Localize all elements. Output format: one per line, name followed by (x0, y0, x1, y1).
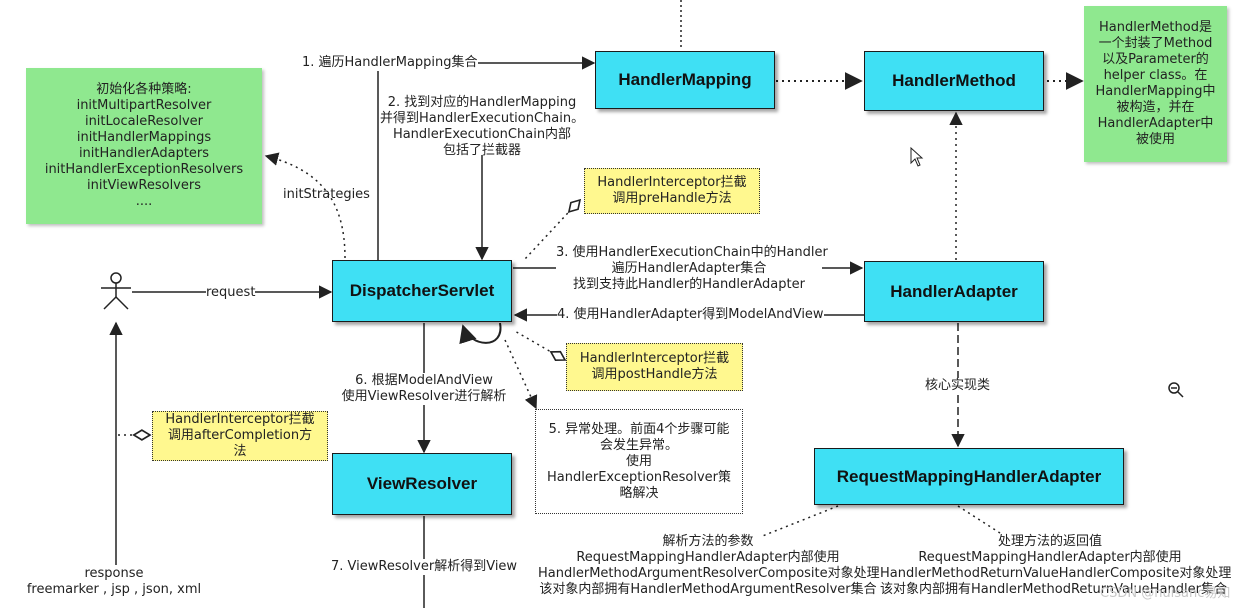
label-line: 使用ViewResolver进行解析 (341, 389, 507, 404)
user-actor-icon (101, 272, 131, 310)
note-line: initHandlerExceptionResolvers (44, 162, 244, 177)
edge-pre-handle (524, 198, 582, 260)
node-view-resolver: ViewResolver (332, 453, 512, 515)
label-argument-resolver: 解析方法的参数 RequestMappingHandlerAdapter内部使用… (538, 534, 880, 598)
note-line: 略解决 (619, 485, 659, 501)
label-return-value-handler: 处理方法的返回值 RequestMappingHandlerAdapter内部使… (880, 534, 1232, 598)
label-step2: 2. 找到对应的HandlerMapping 并得到HandlerExecuti… (380, 95, 584, 159)
label-step4: 4. 使用HandlerAdapter得到ModelAndView (557, 307, 824, 323)
note-line: 使用 (625, 453, 652, 469)
label-line: 解析方法的参数 (662, 534, 754, 549)
label-line: 处理方法的返回值 (997, 534, 1102, 549)
node-handler-adapter: HandlerAdapter (864, 261, 1044, 322)
note-line: 调用postHandle方法 (591, 367, 718, 382)
note-line: HandlerInterceptor拦截 (579, 351, 730, 366)
label-line: 3. 使用HandlerExecutionChain中的Handler (556, 245, 828, 260)
note-line: .... (135, 194, 153, 209)
note-line: 5. 异常处理。前面4个步骤可能 (548, 421, 730, 437)
node-handler-mapping: HandlerMapping (595, 51, 775, 109)
edge-exception (504, 339, 538, 410)
label-line: 包括了拦截器 (442, 143, 521, 158)
label-line: 遍历HandlerAdapter集合 (611, 261, 767, 276)
note-line: 被构造，并在 (1116, 100, 1195, 115)
note-line: 调用afterCompletion方 (167, 428, 313, 443)
edge-init-strategies (264, 152, 346, 259)
label-line: 2. 找到对应的HandlerMapping (387, 95, 577, 110)
zoom-out-icon (1168, 382, 1184, 398)
label-line: RequestMappingHandlerAdapter内部使用 (918, 550, 1182, 565)
note-line: initLocaleResolver (84, 114, 204, 129)
note-line: HandlerInterceptor拦截 (597, 175, 747, 190)
edge-return-value (957, 505, 1001, 534)
label-line: HandlerExecutionChain内部 (392, 127, 572, 142)
edge-params (759, 505, 839, 538)
note-line: 会发生异常。 (599, 437, 678, 453)
edge-self-loop (459, 322, 502, 345)
label-line: 6. 根据ModelAndView (355, 373, 493, 388)
note-after-completion: HandlerInterceptor拦截 调用afterCompletion方 … (152, 411, 328, 461)
note-line: HandlerExceptionResolver策 (547, 469, 731, 485)
note-line: HandlerAdapter中 (1097, 116, 1214, 131)
note-line: 法 (233, 444, 247, 459)
label-line: freemarker , jsp , json, xml (26, 582, 202, 597)
note-init-strategies: 初始化各种策略: initMultipartResolver initLocal… (26, 68, 262, 224)
edge-step1 (377, 56, 596, 260)
label-init-strategies: initStrategies (283, 187, 370, 202)
label-line: 该对象内部拥有HandlerMethodReturnValueHandler集合 (880, 582, 1227, 597)
edge-post-handle (512, 329, 567, 361)
label-line: HandlerMethodArgumentResolverComposite对象… (538, 566, 880, 581)
note-exception-handling: 5. 异常处理。前面4个步骤可能 会发生异常。 使用 HandlerExcept… (535, 409, 743, 514)
note-line: 一个封装了Method (1098, 36, 1213, 51)
note-line: 以及Parameter的 (1102, 52, 1209, 67)
node-handler-method: HandlerMethod (864, 51, 1044, 111)
node-dispatcher-servlet: DispatcherServlet (332, 260, 512, 322)
note-line: HandlerInterceptor拦截 (165, 412, 315, 427)
mouse-cursor-icon (910, 146, 924, 167)
note-line: initViewResolvers (86, 178, 201, 193)
label-response: response freemarker , jsp , json, xml (24, 566, 204, 598)
note-line: HandlerMapping中 (1095, 84, 1216, 99)
label-line: 该对象内部拥有HandlerMethodArgumentResolver集合 (539, 582, 877, 597)
note-line: 初始化各种策略: (96, 82, 192, 97)
label-line: response (84, 566, 144, 581)
note-handler-method-description: HandlerMethod是 一个封装了Method 以及Parameter的 … (1084, 6, 1227, 162)
label-line: RequestMappingHandlerAdapter内部使用 (576, 550, 840, 565)
label-line: 并得到HandlerExecutionChain。 (380, 111, 585, 126)
label-core-impl: 核心实现类 (925, 378, 991, 394)
note-post-handle: HandlerInterceptor拦截 调用postHandle方法 (566, 343, 743, 391)
note-line: 被使用 (1135, 132, 1175, 147)
note-line: HandlerMethod是 (1099, 20, 1212, 35)
label-step6: 6. 根据ModelAndView 使用ViewResolver进行解析 (336, 373, 512, 405)
note-pre-handle: HandlerInterceptor拦截 调用preHandle方法 (584, 168, 760, 214)
label-line: HandlerMethodReturnValueHandlerComposite… (880, 566, 1232, 581)
label-step7: 7. ViewResolver解析得到View (331, 559, 518, 575)
label-line: 找到支持此Handler的HandlerAdapter (573, 277, 805, 292)
note-line: initHandlerAdapters (78, 146, 210, 161)
node-request-mapping-handler-adapter: RequestMappingHandlerAdapter (814, 448, 1124, 505)
watermark: CSDN @nuisanc易知 (1100, 586, 1231, 601)
note-line: initMultipartResolver (76, 98, 212, 113)
label-request: request (206, 285, 256, 301)
label-step3: 3. 使用HandlerExecutionChain中的Handler 遍历Ha… (556, 245, 828, 293)
note-line: initHandlerMappings (76, 130, 212, 145)
label-step1: 1. 遍历HandlerMapping集合 (302, 55, 478, 71)
note-line: helper class。在 (1103, 68, 1208, 83)
note-line: 调用preHandle方法 (612, 191, 732, 206)
